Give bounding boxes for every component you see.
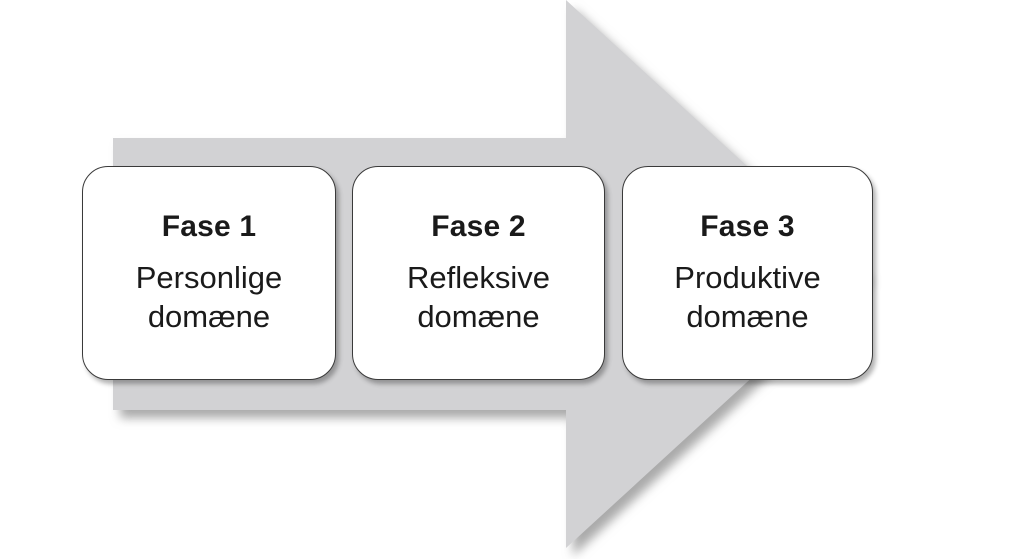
phase-1-body-line-2: domæne: [147, 298, 271, 334]
phase-3-title: Fase 3: [700, 210, 795, 244]
phase-1-body-line-1: Personlige: [135, 260, 283, 296]
phase-2-body-line-1: Refleksive: [407, 260, 550, 296]
phase-1-title: Fase 1: [161, 210, 257, 244]
phase-box-1[interactable]: Fase 1 Personlige domæne: [82, 166, 336, 380]
phase-3-body: Produktive domæne: [674, 259, 820, 336]
phase-box-2[interactable]: Fase 2 Refleksive domæne: [352, 166, 605, 380]
phase-1-body: Personlige domæne: [136, 259, 282, 336]
phase-2-body-line-2: domæne: [417, 298, 540, 334]
phase-2-title: Fase 2: [431, 210, 526, 244]
phase-box-3[interactable]: Fase 3 Produktive domæne: [622, 166, 873, 380]
phase-2-body: Refleksive domæne: [407, 259, 550, 336]
phase-3-body-line-1: Produktive: [674, 260, 821, 296]
phase-3-body-line-2: domæne: [686, 298, 809, 334]
